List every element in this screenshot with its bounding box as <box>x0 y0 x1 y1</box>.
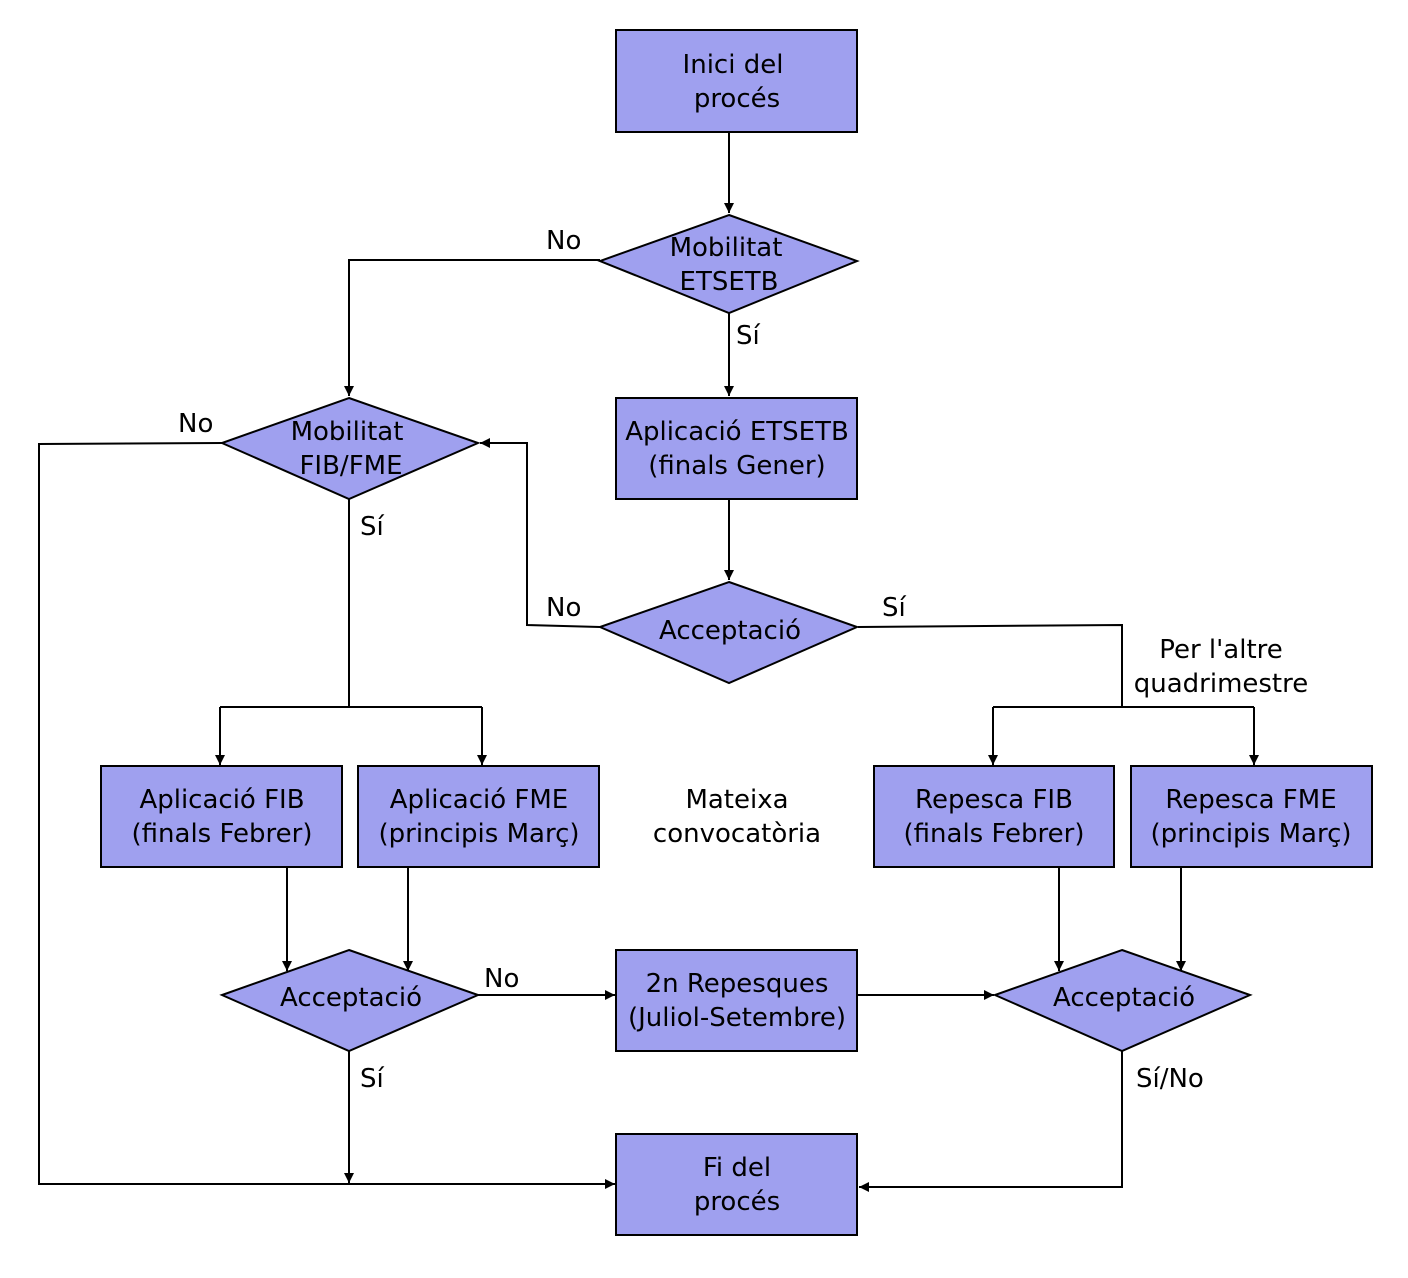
node-second-repesques: 2n Repesques (Juliol-Setembre) <box>615 949 858 1052</box>
app-fib-label-line-2: (finals Febrer) <box>132 819 313 849</box>
edges <box>38 132 1259 1192</box>
mobility-etsetb-label-line-2: ETSETB <box>680 267 779 297</box>
acceptance-fib-fme-diamond <box>219 948 481 1053</box>
repesca-fme-box <box>1130 765 1373 868</box>
label-fib-fme-no: No <box>178 409 213 439</box>
acceptance-repesca-label: Acceptació <box>1053 983 1195 1013</box>
start-label-line-2: procés <box>694 84 780 114</box>
annotation-other-term-line-2: quadrimestre <box>1134 669 1309 699</box>
annotation-same-call-line-1: Mateixa <box>685 785 788 815</box>
acceptance-etsetb-diamond <box>597 580 860 685</box>
end-label-line-2: procés <box>694 1187 780 1217</box>
app-fib-box <box>100 765 343 868</box>
label-fib-fme-yes: Sí <box>360 512 385 542</box>
node-app-fib: Aplicació FIB (finals Febrer) <box>100 765 343 868</box>
edge-acceptance-repesca-result <box>859 1051 1123 1192</box>
node-mobility-etsetb: Mobilitat ETSETB <box>597 213 860 315</box>
label-acceptance-etsetb-yes: Sí <box>882 593 907 623</box>
node-mobility-fib-fme: Mobilitat FIB/FME <box>219 396 481 501</box>
label-acceptance-fib-fme-yes: Sí <box>360 1064 385 1094</box>
node-acceptance-etsetb: Acceptació <box>597 580 860 685</box>
acceptance-etsetb-label: Acceptació <box>659 616 801 646</box>
app-fib-label-line-1: Aplicació FIB <box>139 785 304 815</box>
edge-acceptance-etsetb-yes <box>857 623 1123 707</box>
node-acceptance-fib-fme: Acceptació <box>219 948 481 1053</box>
annotation-other-term-line-1: Per l'altre <box>1159 635 1283 665</box>
node-acceptance-repesca: Acceptació <box>992 948 1253 1053</box>
node-repesca-fme: Repesca FME (principis Març) <box>1130 765 1373 868</box>
app-etsetb-label-line-2: (finals Gener) <box>648 451 825 481</box>
annotations: Mateixa convocatòria Per l'altre quadrim… <box>653 635 1308 849</box>
repesca-fme-label-line-2: (principis Març) <box>1150 819 1351 849</box>
node-start: Inici del procés <box>615 29 858 133</box>
mobility-fib-fme-label-line-2: FIB/FME <box>299 451 402 481</box>
end-box <box>615 1133 858 1236</box>
mobility-etsetb-label-line-1: Mobilitat <box>670 233 783 263</box>
repesca-fib-label-line-2: (finals Febrer) <box>904 819 1085 849</box>
label-etsetb-yes: Sí <box>736 321 761 351</box>
repesca-fme-label-line-1: Repesca FME <box>1165 785 1336 815</box>
label-acceptance-repesca-result: Sí/No <box>1136 1064 1204 1094</box>
app-fme-label-line-1: Aplicació FME <box>390 785 568 815</box>
acceptance-fib-fme-label: Acceptació <box>280 983 422 1013</box>
edge-labels: No Sí No Sí No Sí No Sí Sí/No <box>178 226 1204 1094</box>
annotation-same-call-line-2: convocatòria <box>653 819 821 849</box>
start-label-line-1: Inici del <box>683 50 784 80</box>
mobility-fib-fme-diamond <box>219 396 481 501</box>
app-fme-label-line-2: (principis Març) <box>378 819 579 849</box>
label-etsetb-no: No <box>546 226 581 256</box>
second-repesques-box <box>615 949 858 1052</box>
app-etsetb-label-line-1: Aplicació ETSETB <box>625 417 849 447</box>
mobility-etsetb-diamond <box>597 213 860 315</box>
edge-acceptance-etsetb-no <box>480 438 601 628</box>
node-end: Fi del procés <box>615 1133 858 1236</box>
node-app-fme: Aplicació FME (principis Març) <box>357 765 600 868</box>
mobility-fib-fme-label-line-1: Mobilitat <box>291 417 404 447</box>
repesca-fib-label-line-1: Repesca FIB <box>915 785 1073 815</box>
acceptance-repesca-diamond <box>992 948 1253 1053</box>
label-acceptance-fib-fme-no: No <box>484 964 519 994</box>
edge-mobility-fib-fme-no <box>38 442 615 1189</box>
end-label-line-1: Fi del <box>703 1153 771 1183</box>
app-etsetb-box <box>615 397 858 500</box>
node-repesca-fib: Repesca FIB (finals Febrer) <box>873 765 1115 868</box>
edge-mobility-etsetb-no <box>344 259 600 396</box>
node-app-etsetb: Aplicació ETSETB (finals Gener) <box>615 397 858 500</box>
start-box <box>615 29 858 133</box>
app-fme-box <box>357 765 600 868</box>
second-repesques-label-line-1: 2n Repesques <box>646 969 829 999</box>
repesca-fib-box <box>873 765 1115 868</box>
second-repesques-label-line-2: (Juliol-Setembre) <box>628 1003 846 1033</box>
label-acceptance-etsetb-no: No <box>546 593 581 623</box>
